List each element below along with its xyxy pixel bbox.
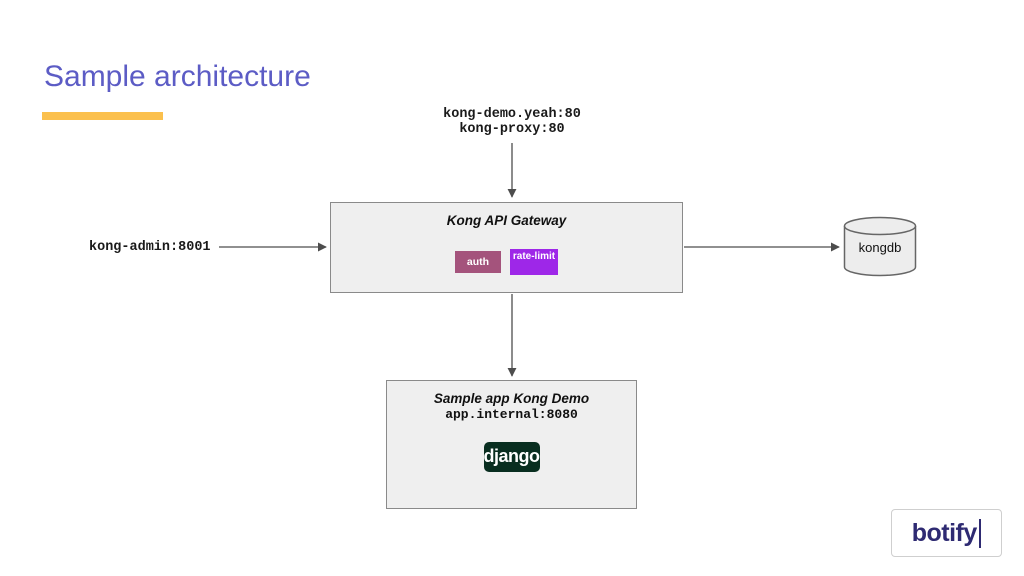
auth-plugin-badge: auth xyxy=(455,251,501,273)
plugin-row: auth rate-limit xyxy=(331,249,682,275)
gateway-box: Kong API Gateway auth rate-limit xyxy=(330,202,683,293)
botify-logo-text: botify xyxy=(911,518,978,547)
admin-label: kong-admin:8001 xyxy=(89,240,211,255)
rate-limit-plugin-badge: rate-limit xyxy=(510,249,558,275)
title-underline xyxy=(42,112,163,120)
database-cylinder: kongdb xyxy=(843,216,917,278)
botify-logo: botify xyxy=(891,509,1002,557)
app-box: Sample app Kong Demo app.internal:8080 d… xyxy=(386,380,637,509)
app-address: app.internal:8080 xyxy=(445,407,578,422)
page-title: Sample architecture xyxy=(44,60,311,93)
ingress-label: kong-demo.yeah:80 kong-proxy:80 xyxy=(312,107,712,137)
django-logo: django xyxy=(483,442,540,472)
ingress-host: kong-demo.yeah:80 xyxy=(443,107,581,122)
ingress-proxy-port: kong-proxy:80 xyxy=(459,122,565,137)
app-title: Sample app Kong Demo xyxy=(433,391,590,406)
gateway-title: Kong API Gateway xyxy=(446,213,567,228)
database-icon xyxy=(843,216,917,277)
database-label: kongdb xyxy=(858,240,902,255)
botify-cursor-bar xyxy=(978,518,982,548)
